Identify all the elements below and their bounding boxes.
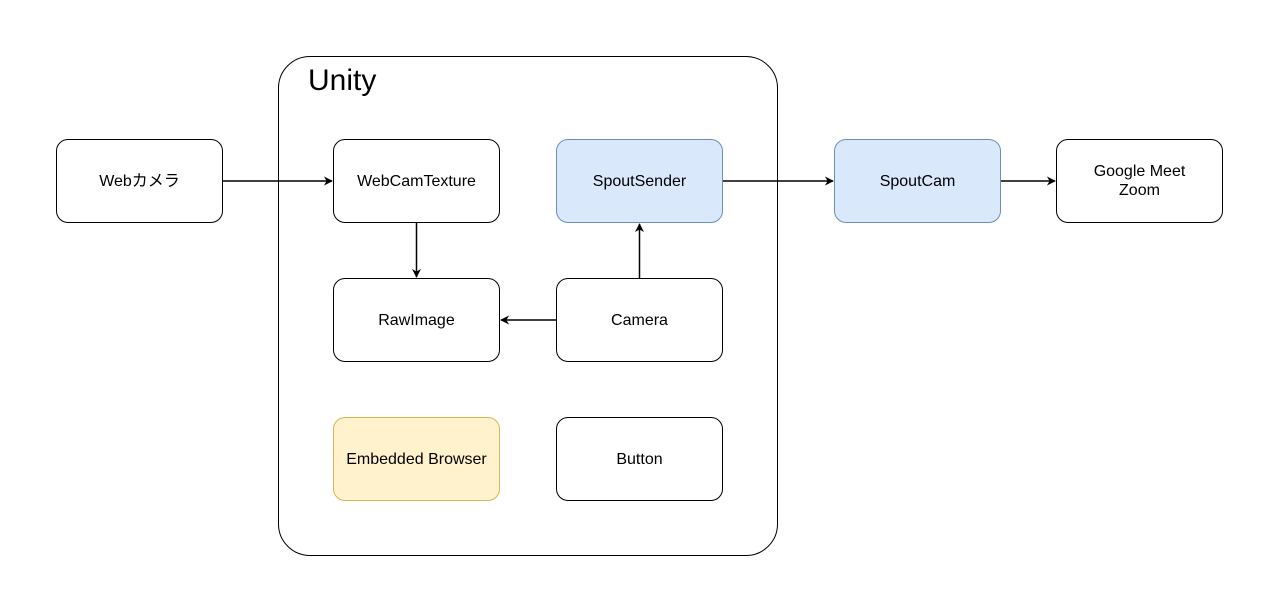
node-webcam[interactable]: Webカメラ (56, 139, 223, 223)
node-spout-sender[interactable]: SpoutSender (556, 139, 723, 223)
node-button[interactable]: Button (556, 417, 723, 501)
node-meet-zoom[interactable]: Google Meet Zoom (1056, 139, 1223, 223)
node-spout-cam[interactable]: SpoutCam (834, 139, 1001, 223)
node-camera[interactable]: Camera (556, 278, 723, 362)
unity-container-title: Unity (308, 64, 377, 97)
node-raw-image[interactable]: RawImage (333, 278, 500, 362)
node-webcam-texture[interactable]: WebCamTexture (333, 139, 500, 223)
node-embedded-browser[interactable]: Embedded Browser (333, 417, 500, 501)
